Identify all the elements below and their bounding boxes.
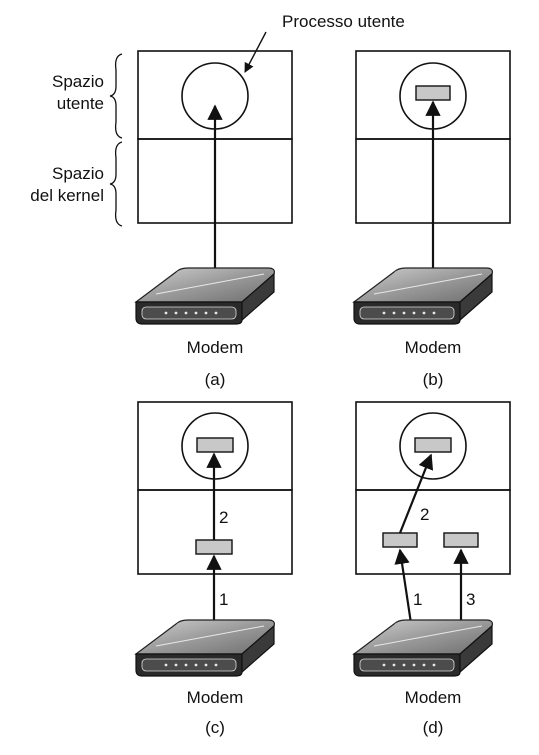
user-process-circle (399, 412, 467, 480)
panel-c-step-2-label: 2 (219, 508, 229, 527)
kernel-space-brace (109, 141, 123, 227)
process-label: Processo utente (282, 12, 405, 31)
buffer-in-process (415, 85, 451, 101)
panel-c (135, 401, 293, 677)
panel-a-caption: (a) (204, 370, 226, 389)
panel-c-step-1-label: 1 (219, 590, 229, 609)
kernel-buffer-2 (443, 532, 479, 548)
panel-b (353, 50, 511, 325)
panel-b-caption: (b) (422, 370, 444, 389)
user-space-brace (109, 53, 123, 139)
panel-d (353, 401, 511, 677)
panel-b-device-label: Modem (404, 338, 462, 357)
arrow-step-2 (398, 453, 434, 534)
panel-c-device-label: Modem (186, 688, 244, 707)
user-space-label-line2: utente (56, 94, 104, 113)
arrow-step-1 (394, 548, 414, 631)
kernel-buffer-1 (382, 532, 418, 548)
panel-c-caption: (c) (205, 718, 225, 737)
buffer-in-process (196, 437, 234, 453)
panel-d-step-2-label: 2 (420, 505, 430, 524)
modem-icon (135, 267, 275, 325)
kernel-buffer (195, 539, 233, 555)
modem-icon (353, 619, 493, 677)
kernel-space-label-line1: Spazio (52, 164, 104, 183)
modem-icon (353, 267, 493, 325)
panel-d-device-label: Modem (404, 688, 462, 707)
process-label-pointer (244, 31, 267, 73)
kernel-space-label-line2: del kernel (30, 186, 104, 205)
panel-d-step-1-label: 1 (413, 590, 423, 609)
kernel-space-box (355, 489, 511, 575)
panel-d-caption: (d) (422, 718, 444, 737)
panel-a-device-label: Modem (186, 338, 244, 357)
modem-icon (135, 619, 275, 677)
buffer-in-process (414, 437, 452, 453)
panel-a (109, 31, 293, 325)
panel-d-step-3-label: 3 (466, 590, 476, 609)
user-space-label-line1: Spazio (52, 72, 104, 91)
